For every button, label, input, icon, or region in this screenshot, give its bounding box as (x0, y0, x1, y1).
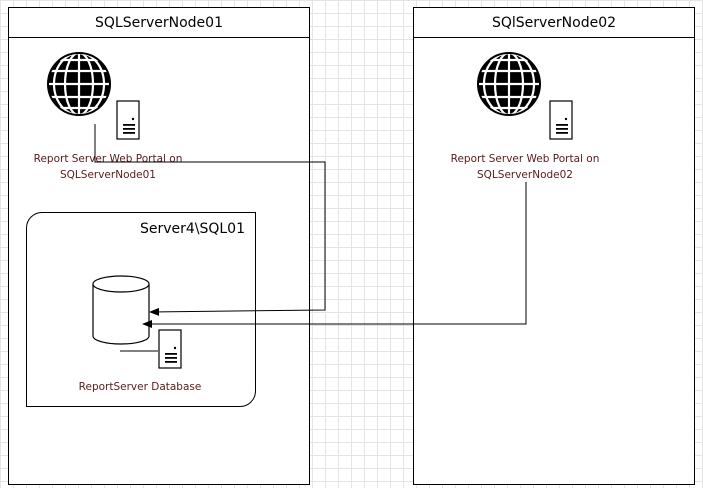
globe-icon (476, 51, 542, 117)
database-server-title: Server4\SQL01 (139, 221, 245, 237)
portal-label-node02: Report Server Web Portal on SQLServerNod… (440, 151, 610, 183)
connector-node01-to-database (94, 124, 326, 316)
database-server-box: Server4\SQL01 (26, 212, 256, 407)
server-icon (158, 329, 182, 369)
node-title-sqlservernode02: SQlServerNode02 (414, 8, 694, 38)
connector-node02-to-database (142, 182, 527, 328)
node-title-sqlservernode01: SQLServerNode01 (9, 8, 309, 38)
portal-label-node02-line1: Report Server Web Portal on (450, 153, 600, 165)
node-box-sqlservernode02: SQlServerNode02 (413, 7, 695, 485)
globe-icon (46, 51, 112, 117)
database-label: ReportServer Database (78, 381, 202, 393)
portal-label-node02-line2: SQLServerNode02 (477, 169, 573, 181)
database-icon (92, 275, 150, 345)
server-icon (549, 100, 573, 140)
portal-label-node01-line2: SQLServerNode01 (60, 169, 156, 181)
server-icon (116, 100, 140, 140)
